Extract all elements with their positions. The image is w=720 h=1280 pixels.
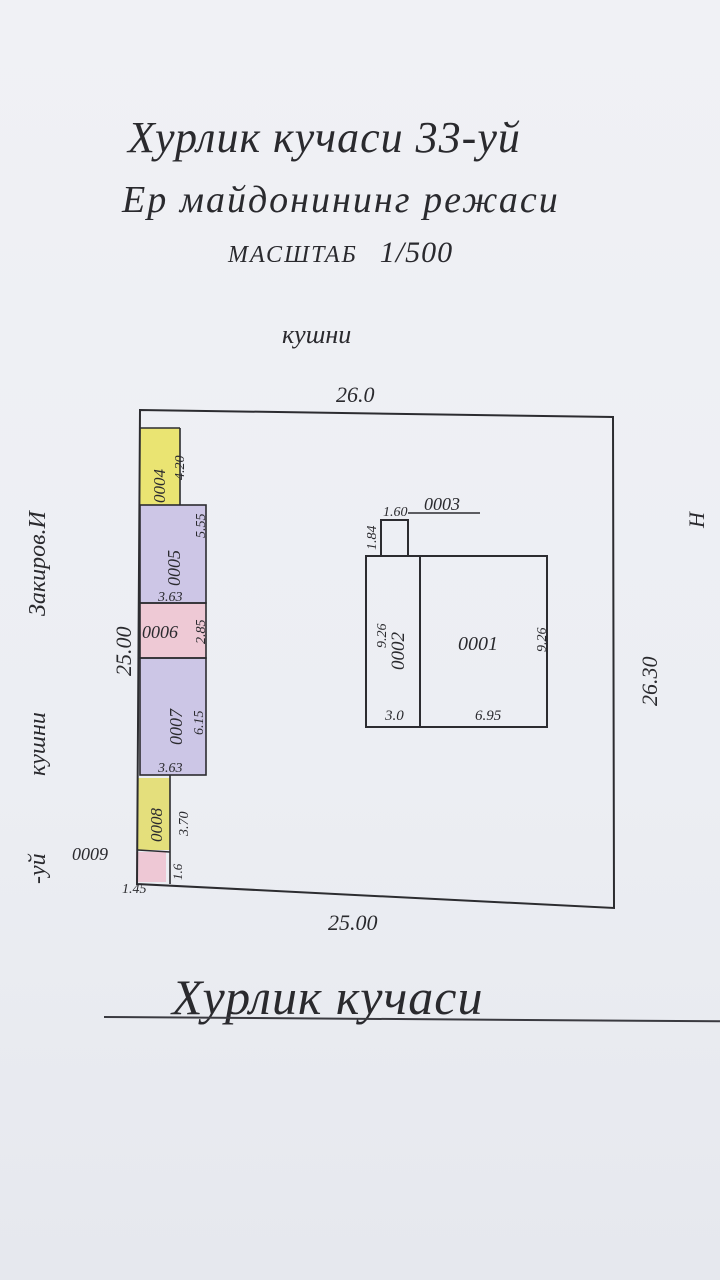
block-0005-id: 0005 <box>164 550 184 586</box>
dim-bottom: 25.00 <box>328 910 378 935</box>
building-0003-id: 0003 <box>424 494 460 514</box>
block-0005-fill <box>140 505 206 603</box>
building-0003-outline <box>380 519 409 557</box>
block-0008-fill <box>138 778 170 850</box>
block-0005-dim-side: 5.55 <box>194 514 209 539</box>
block-0004-fill <box>140 428 180 505</box>
building-0002-dim-width: 3.0 <box>384 708 404 724</box>
parcel-boundary <box>135 408 616 910</box>
block-0004-id: 0004 <box>150 469 169 504</box>
block-0009-fill <box>136 852 166 882</box>
building-0001-dim-width: 6.95 <box>475 708 502 724</box>
neighbor-left-name: Закиров.И <box>25 509 51 616</box>
neighbor-left-house: -уй <box>25 853 51 884</box>
block-0007-dim-width: 3.63 <box>157 761 183 776</box>
block-0009-dim-width: 1.45 <box>122 882 147 897</box>
block-0006-id: 0006 <box>142 622 178 642</box>
building-0002-dim-height: 9.26 <box>375 624 390 649</box>
dim-left: 25.00 <box>111 627 136 677</box>
dim-right: 26.30 <box>637 657 662 707</box>
scale-label: МАСШТАБ <box>228 242 358 268</box>
document-title: Хурлик кучаси 33-уй <box>128 113 521 162</box>
block-0007-outline <box>139 657 207 776</box>
block-0007-fill <box>140 658 206 775</box>
block-0007-dim-side: 6.15 <box>192 711 207 736</box>
block-0005-dim-width: 3.63 <box>157 590 183 605</box>
block-0004-dim: 4.20 <box>173 456 188 481</box>
block-0009-dim-side: 1.6 <box>170 863 185 880</box>
neighbor-top-label: кушни <box>282 320 352 349</box>
block-0009-id: 0009 <box>72 844 108 864</box>
scale-line: МАСШТАБ 1/500 <box>228 236 453 270</box>
block-0007-id: 0007 <box>166 708 186 745</box>
block-0008-dim: 3.70 <box>177 812 192 838</box>
street-name: Хурлик кучаси <box>172 969 484 1025</box>
building-0001-outline <box>419 555 548 728</box>
building-0002-id: 0002 <box>388 632 409 671</box>
neighbor-right-fragment: Н <box>684 511 709 529</box>
building-0003-dim-height: 1.84 <box>365 526 380 551</box>
scale-value: 1/500 <box>379 236 454 269</box>
block-0006-dim: 2.85 <box>194 620 209 645</box>
building-0001-id: 0001 <box>458 633 498 655</box>
document-subtitle: Ер майдонининг режаси <box>122 179 560 221</box>
dim-top: 26.0 <box>336 382 375 407</box>
building-0001-dim-height: 9.26 <box>535 628 550 653</box>
block-0008-id: 0008 <box>147 808 166 843</box>
building-0003-dim-width: 1.60 <box>383 505 408 520</box>
block-0006-fill <box>140 603 206 658</box>
neighbor-left-kushni: кушни <box>25 712 51 776</box>
